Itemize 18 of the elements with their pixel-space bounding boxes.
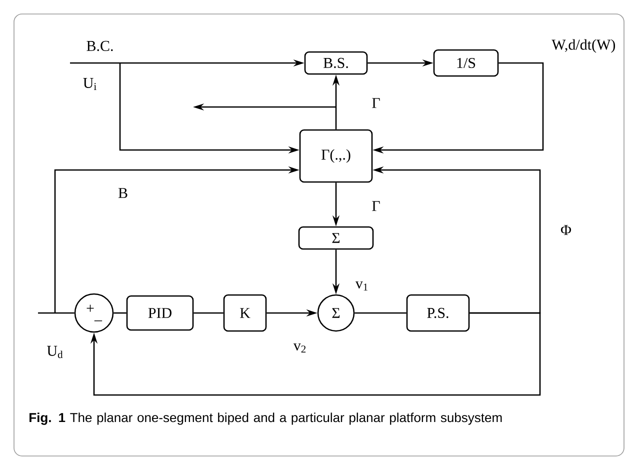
summing-junction: + _ bbox=[74, 293, 114, 333]
block-box: 1/S bbox=[433, 49, 499, 77]
block-box: Γ(.,.) bbox=[299, 129, 373, 183]
caption: Fig. 1 The planar one-segment biped and a particular planar platform subsystem bbox=[30, 412, 502, 425]
signal-label: B bbox=[118, 188, 128, 198]
signal-label: Γ bbox=[372, 201, 380, 211]
signal-label: Γ bbox=[372, 98, 380, 108]
summing-junction: Σ bbox=[317, 294, 355, 332]
signal-label: U$_{i}$ bbox=[83, 78, 96, 90]
block-box: Σ bbox=[298, 226, 374, 250]
arrow bbox=[90, 312, 541, 396]
signal-label: B.C. bbox=[86, 40, 113, 52]
block-box: B.S. bbox=[304, 51, 368, 75]
signal-label: Φ bbox=[560, 225, 572, 235]
block-box: K bbox=[223, 294, 267, 332]
signal-label: v$_{2}$ bbox=[293, 343, 306, 353]
block-box: PID bbox=[126, 295, 194, 331]
block-box: P.S. bbox=[406, 294, 470, 332]
